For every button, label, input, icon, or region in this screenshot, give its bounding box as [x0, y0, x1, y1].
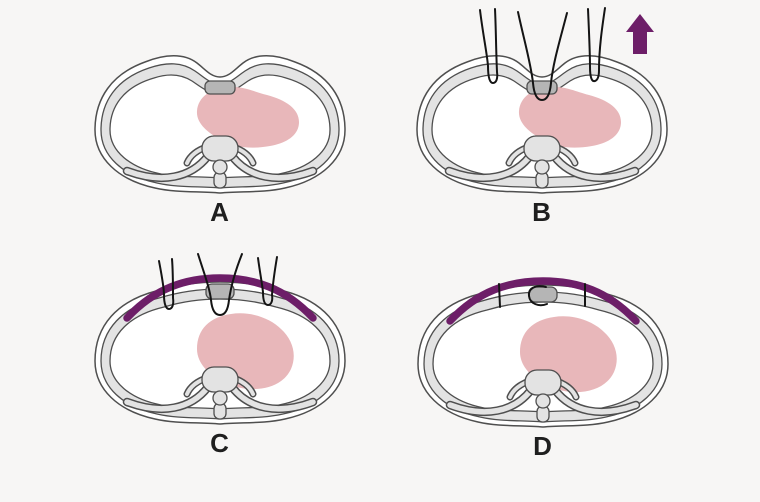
spinal-canal	[212, 390, 228, 406]
elevation-arrow-icon	[626, 14, 654, 54]
chest-diagram-svg	[417, 277, 669, 428]
spinal-canal	[534, 159, 550, 175]
sternum	[205, 283, 235, 300]
suture-thread	[587, 7, 606, 83]
chest-diagram-svg	[94, 55, 346, 194]
suture-thread	[498, 283, 501, 308]
sternum	[204, 80, 236, 95]
panel-a-label: A	[210, 197, 230, 227]
sternum	[526, 80, 558, 95]
rib	[124, 384, 211, 412]
vertebral-body	[201, 135, 239, 162]
spinal-canal	[535, 393, 551, 409]
sternum	[528, 286, 558, 303]
support-bar	[123, 274, 317, 322]
chest-diagram-svg	[94, 253, 346, 425]
chest-cross-section-c	[70, 221, 370, 436]
panel-c-label: C	[210, 428, 230, 458]
rib	[551, 153, 638, 181]
panel-b: B	[392, 0, 692, 225]
rib	[124, 153, 211, 181]
heart	[196, 86, 299, 148]
panel-d-label: D	[533, 431, 553, 461]
rib	[446, 153, 533, 181]
vertebral-body	[523, 135, 561, 162]
suture-thread	[257, 256, 278, 307]
panel-d: D	[393, 224, 693, 459]
vertebral-body	[201, 366, 239, 393]
suture-thread	[527, 285, 548, 307]
suture-thread	[479, 8, 499, 85]
chest-cross-section-d	[393, 224, 693, 439]
rib	[552, 387, 639, 415]
panel-b-label: B	[532, 197, 552, 227]
rib	[229, 384, 316, 412]
panel-a: A	[70, 0, 370, 225]
suture-thread	[158, 258, 175, 311]
rib	[447, 387, 534, 415]
spinal-canal	[212, 159, 228, 175]
suture-thread	[517, 11, 568, 102]
chest-cross-section-b	[392, 0, 692, 205]
vertebral-body	[524, 369, 562, 396]
rib	[229, 153, 316, 181]
suture-thread	[197, 253, 243, 317]
panel-c: C	[70, 221, 370, 456]
chest-cross-section-a	[70, 0, 370, 205]
chest-diagram-svg	[416, 7, 668, 194]
support-bar	[446, 277, 640, 325]
heart	[518, 86, 621, 148]
